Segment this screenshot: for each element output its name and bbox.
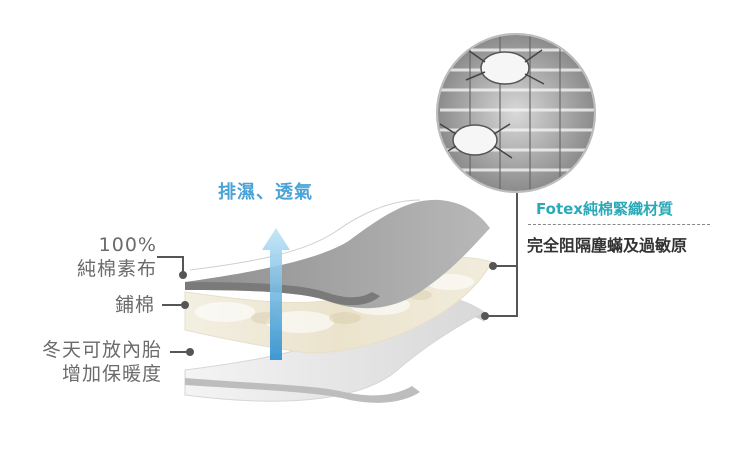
- material-divider: [528, 224, 710, 225]
- liner-label-line2: 增加保暖度: [61, 363, 162, 385]
- airflow-up-arrow-icon: [262, 228, 290, 360]
- dust-mite-fabric-magnified-icon: [436, 33, 596, 193]
- connector-lines: [157, 192, 518, 356]
- padding-label: 鋪棉: [114, 294, 155, 316]
- cotton-label: 100% 純棉素布: [77, 233, 157, 281]
- breathable-caption: 排濕、透氣: [218, 182, 313, 203]
- top-cotton-layer: [185, 199, 490, 309]
- liner-label: 冬天可放內胎 增加保暖度: [42, 338, 162, 386]
- liner-label-line1: 冬天可放內胎: [41, 339, 162, 361]
- material-subtitle: 完全阻隔塵蟎及過敏原: [527, 236, 688, 255]
- cotton-label-line1: 100%: [98, 234, 157, 256]
- cotton-label-line2: 純棉素布: [76, 258, 157, 280]
- material-title: Fotex純棉緊織材質: [536, 200, 673, 218]
